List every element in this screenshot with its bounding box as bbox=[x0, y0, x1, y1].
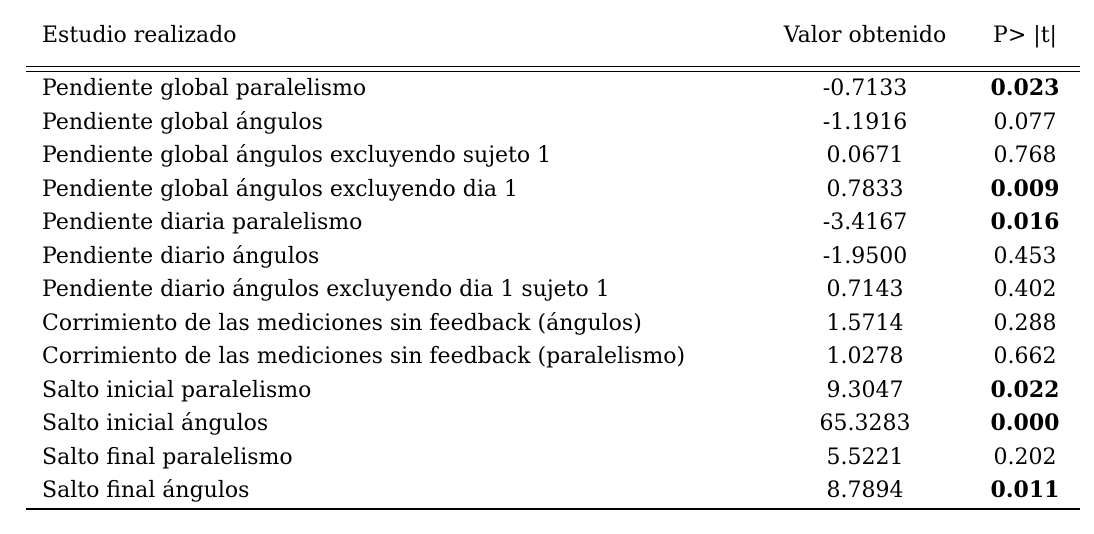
cell-value: 65.3283 bbox=[819, 411, 911, 436]
cell-value: 5.5221 bbox=[826, 444, 904, 470]
cell-study: Salto final ángulos bbox=[42, 478, 250, 503]
header-row: Estudio realizado Valor obtenido P> |t| bbox=[26, 14, 1080, 56]
cell-value: -1.9500 bbox=[822, 243, 908, 269]
cell-value: 1.5714 bbox=[826, 310, 904, 336]
cell-study: Corrimiento de las mediciones sin feedba… bbox=[42, 310, 642, 336]
cell-study: Pendiente global ángulos excluyendo suje… bbox=[42, 143, 552, 168]
cell-value: -3.4167 bbox=[822, 210, 908, 235]
cell-study: Salto inicial ángulos bbox=[42, 411, 269, 436]
results-table: Estudio realizado Valor obtenido P> |t| … bbox=[26, 14, 1080, 511]
table-row: Pendiente global ángulos excluyendo dia … bbox=[26, 173, 1080, 207]
cell-value: -0.7133 bbox=[822, 76, 908, 101]
cell-study: Salto inicial paralelismo bbox=[42, 377, 312, 403]
cell-value: 0.7833 bbox=[826, 176, 904, 202]
table-row: Pendiente global ángulos excluyendo suje… bbox=[26, 139, 1080, 173]
header-double-rule bbox=[26, 66, 1080, 72]
cell-p-value: 0.202 bbox=[993, 444, 1057, 470]
results-table-container: Estudio realizado Valor obtenido P> |t| … bbox=[26, 14, 1080, 511]
table-row: Salto final ángulos 8.7894 0.011 bbox=[26, 474, 1080, 509]
cell-study: Pendiente global paralelismo bbox=[42, 76, 367, 101]
table-row: Pendiente diaria paralelismo -3.4167 0.016 bbox=[26, 206, 1080, 240]
header-value: Valor obtenido bbox=[783, 22, 947, 48]
cell-p-value: 0.768 bbox=[993, 143, 1057, 168]
cell-value: 1.0278 bbox=[826, 344, 904, 369]
table-row: Salto final paralelismo 5.5221 0.202 bbox=[26, 441, 1080, 475]
table-row: Pendiente diario ángulos -1.9500 0.453 bbox=[26, 240, 1080, 274]
table-row: Pendiente diario ángulos excluyendo dia … bbox=[26, 273, 1080, 307]
cell-study: Corrimiento de las mediciones sin feedba… bbox=[42, 344, 686, 369]
table-row: Salto inicial paralelismo 9.3047 0.022 bbox=[26, 374, 1080, 408]
cell-study: Pendiente diaria paralelismo bbox=[42, 210, 363, 235]
cell-value: 8.7894 bbox=[826, 478, 904, 503]
cell-study: Salto final paralelismo bbox=[42, 444, 293, 470]
header-study: Estudio realizado bbox=[42, 22, 237, 48]
bottom-rule bbox=[26, 507, 1080, 511]
cell-value: -1.1916 bbox=[822, 109, 908, 135]
cell-p-value: 0.453 bbox=[993, 243, 1057, 269]
cell-p-value: 0.077 bbox=[993, 109, 1057, 135]
header-gap bbox=[26, 56, 1080, 67]
cell-p-value: 0.009 bbox=[990, 175, 1060, 202]
cell-study: Pendiente diario ángulos bbox=[42, 243, 320, 269]
cell-p-value: 0.000 bbox=[990, 410, 1060, 436]
table-row: Corrimiento de las mediciones sin feedba… bbox=[26, 307, 1080, 341]
table-row: Corrimiento de las mediciones sin feedba… bbox=[26, 340, 1080, 374]
cell-value: 0.7143 bbox=[826, 277, 904, 302]
cell-p-value: 0.288 bbox=[993, 310, 1057, 336]
table-body: Pendiente global paralelismo -0.7133 0.023… bbox=[26, 56, 1080, 511]
cell-p-value: 0.011 bbox=[990, 477, 1060, 503]
cell-study: Pendiente global ángulos bbox=[42, 109, 323, 135]
cell-study: Pendiente global ángulos excluyendo dia … bbox=[42, 176, 518, 202]
header-p-value: P> |t| bbox=[993, 22, 1057, 48]
cell-p-value: 0.662 bbox=[993, 344, 1057, 369]
cell-p-value: 0.022 bbox=[990, 376, 1060, 403]
table-row: Pendiente global paralelismo -0.7133 0.023 bbox=[26, 72, 1080, 106]
cell-p-value: 0.016 bbox=[990, 209, 1060, 235]
cell-value: 0.0671 bbox=[826, 143, 904, 168]
cell-p-value: 0.023 bbox=[990, 75, 1060, 101]
cell-study: Pendiente diario ángulos excluyendo dia … bbox=[42, 277, 610, 302]
cell-value: 9.3047 bbox=[826, 377, 904, 403]
table-row: Salto inicial ángulos 65.3283 0.000 bbox=[26, 407, 1080, 441]
cell-p-value: 0.402 bbox=[993, 277, 1057, 302]
table-row: Pendiente global ángulos -1.1916 0.077 bbox=[26, 106, 1080, 140]
